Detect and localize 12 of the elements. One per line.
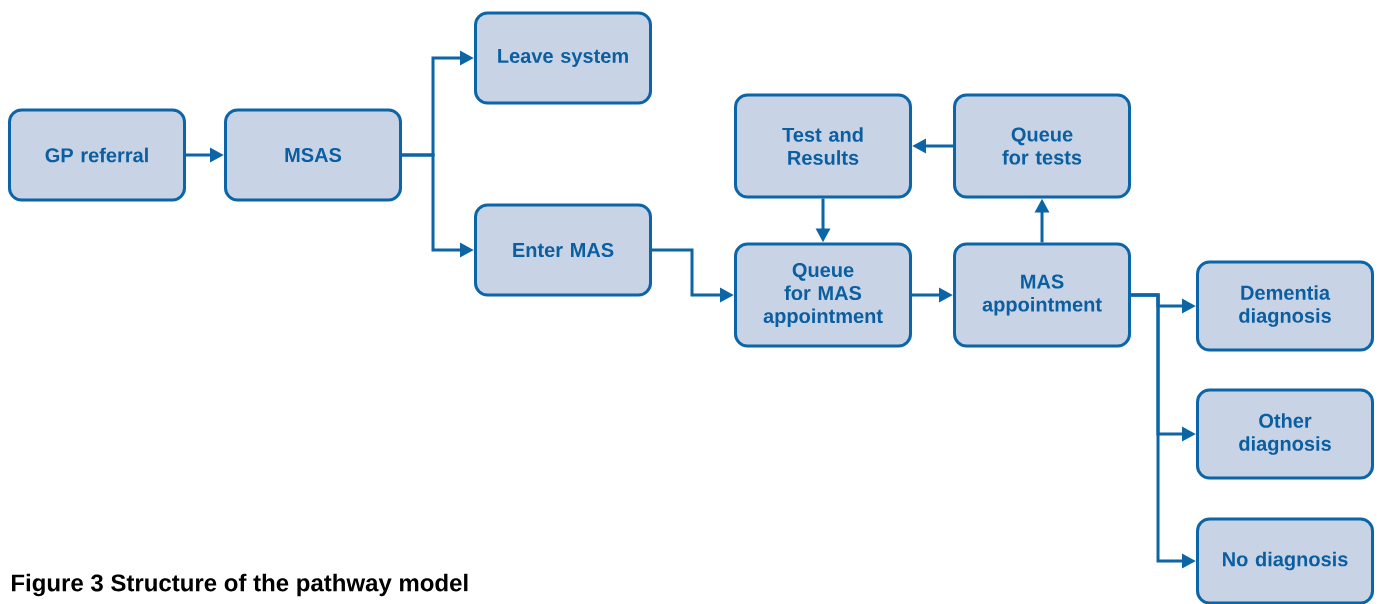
process-box: Queue for MAS appointment bbox=[734, 242, 912, 348]
process-box: GP referral bbox=[8, 108, 186, 202]
process-box: Enter MAS bbox=[474, 203, 652, 297]
process-box: MSAS bbox=[224, 108, 402, 202]
process-box: Dementia diagnosis bbox=[1196, 260, 1375, 352]
process-box: MAS appointment bbox=[953, 242, 1131, 348]
process-box: No diagnosis bbox=[1196, 517, 1375, 604]
process-box: Test and Results bbox=[734, 93, 912, 199]
process-box: Other diagnosis bbox=[1196, 388, 1375, 480]
caption: Figure 3 Structure of the pathway model bbox=[12, 573, 468, 597]
process-box: Leave system bbox=[474, 11, 652, 105]
process-box: Queue for tests bbox=[953, 93, 1131, 199]
